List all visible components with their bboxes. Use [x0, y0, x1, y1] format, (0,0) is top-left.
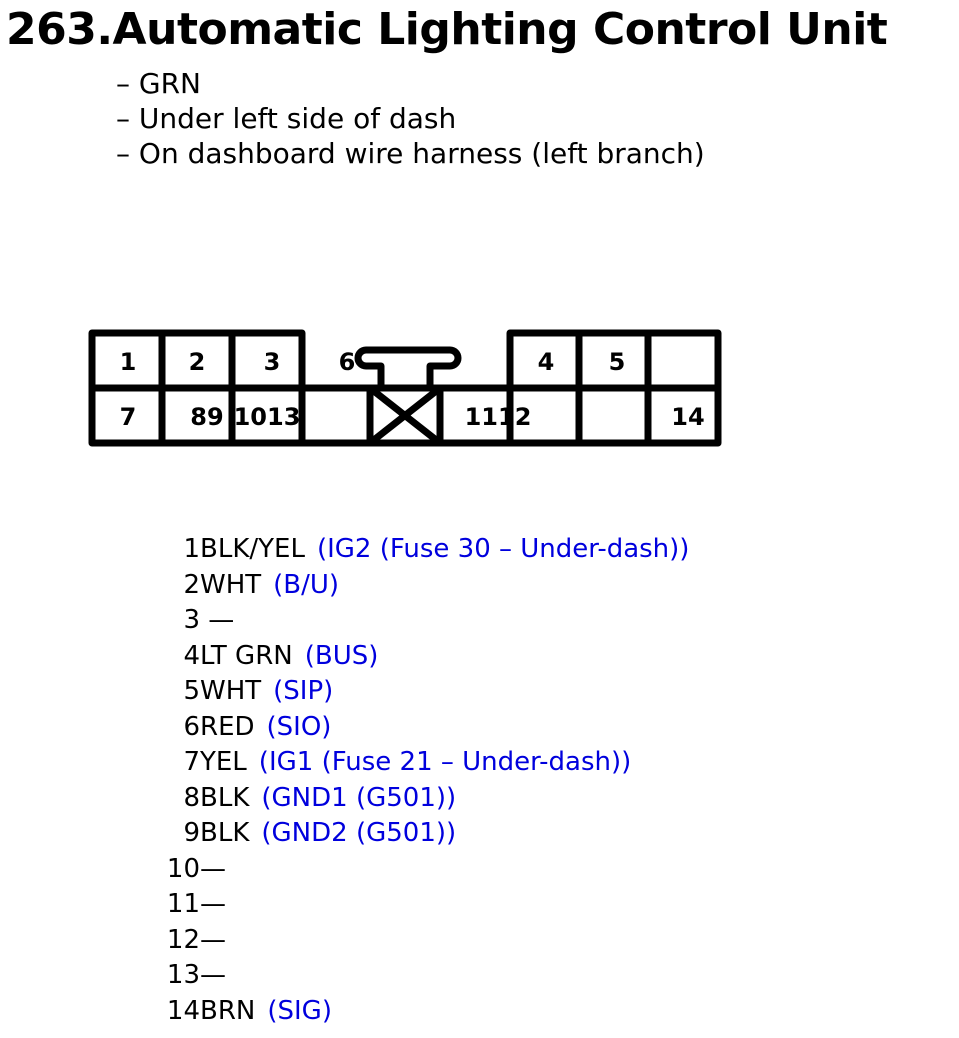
- pin-label-6: 6: [339, 348, 356, 376]
- pin-label-1013: 1013: [234, 403, 301, 431]
- pin-label-4: 4: [538, 348, 555, 376]
- pin-row: 12—: [166, 924, 226, 955]
- connector-harness: – On dashboard wire harness (left branch…: [116, 137, 705, 170]
- pin-label-89: 89: [190, 403, 223, 431]
- pin-label-5: 5: [609, 348, 626, 376]
- pin-label-2: 2: [189, 348, 206, 376]
- pin-row: 10—: [166, 853, 226, 884]
- pin-label-1112: 1112: [465, 403, 532, 431]
- connector-color: – GRN: [116, 67, 201, 100]
- pin-row: 13—: [166, 960, 226, 990]
- pin-row: 3 —: [183, 605, 235, 635]
- connector-location: – Under left side of dash: [116, 102, 457, 135]
- pin-label-14: 14: [671, 403, 704, 431]
- connector-info: – GRN – Under left side of dash – On das…: [116, 66, 705, 171]
- pin-label-7: 7: [120, 403, 137, 431]
- connector-diagram: 1 2 3 6 4 5 7 89 1013 1112 14: [88, 329, 722, 447]
- pin-label-3: 3: [264, 348, 281, 376]
- pin-label-1: 1: [120, 348, 137, 376]
- page-title: 263.Automatic Lighting Control Unit: [6, 4, 888, 55]
- pin-row: 11—: [166, 889, 226, 919]
